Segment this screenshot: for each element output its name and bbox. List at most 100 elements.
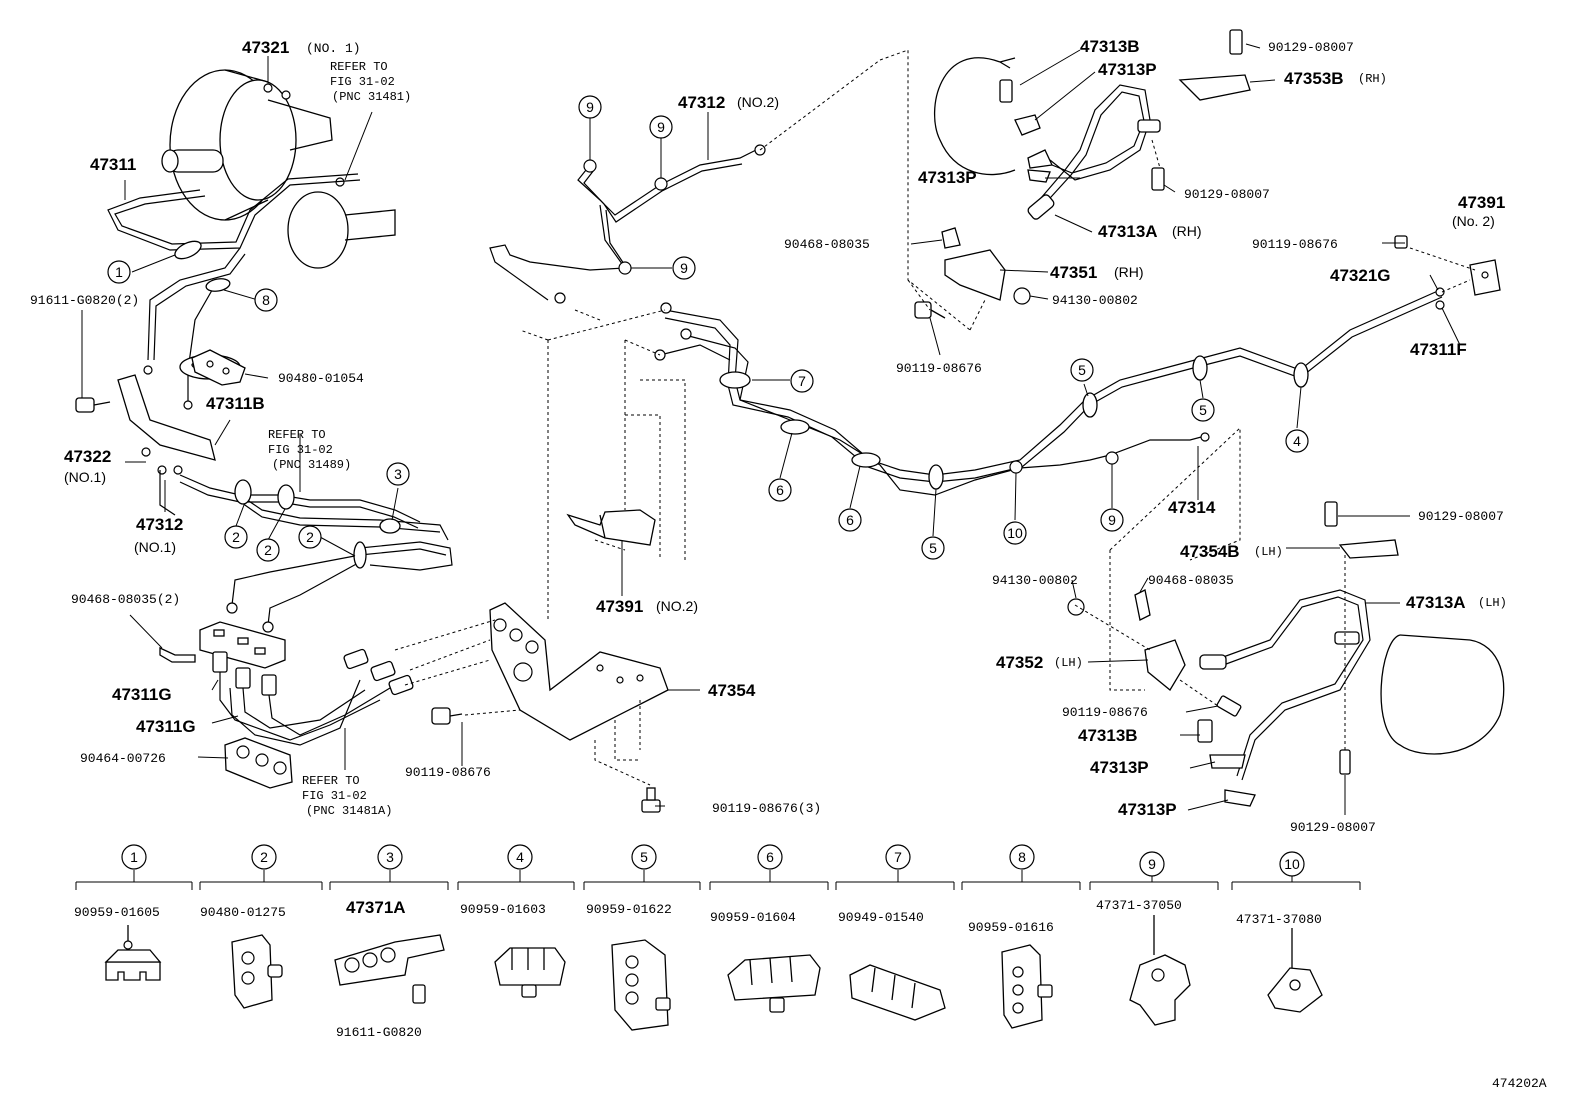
svg-text:10: 10	[1284, 856, 1300, 872]
svg-text:8: 8	[262, 292, 270, 308]
legend-item-6: 6 90959-01604	[710, 844, 821, 1013]
svg-text:2: 2	[264, 542, 272, 558]
svg-text:5: 5	[929, 540, 937, 556]
legend-part-10: 47371-37080	[1236, 912, 1322, 927]
label-90119-08676-3: 90119-08676(3)	[712, 801, 821, 816]
dashed-reference-lines	[394, 49, 1476, 786]
svg-text:7: 7	[894, 849, 902, 865]
label-refer-a-3: (PNC 31481)	[332, 90, 411, 104]
label-47313b-top: 47313B	[1080, 37, 1140, 56]
label-94130-00802-a: 94130-00802	[1052, 293, 1138, 308]
label-47311: 47311	[90, 155, 136, 174]
label-47312-no1: 47312	[136, 515, 183, 534]
svg-text:9: 9	[586, 99, 594, 115]
label-47321-suffix: (NO. 1)	[306, 41, 361, 56]
leader-lines	[81, 43, 1461, 815]
callouts: 1 2 2 2 3 8 9 9 9 7 6 6 5 5 5 10 9 4	[107, 95, 1309, 562]
legend-item-10: 10 47371-37080	[1236, 851, 1323, 1013]
label-47313a-lh-suffix: (LH)	[1478, 596, 1507, 610]
legend-item-8: 8 90959-01616	[968, 844, 1054, 1029]
grommet-90464	[224, 737, 293, 789]
legend-part-3: 47371A	[346, 898, 406, 917]
label-47391-no2-suffix: (NO.2)	[656, 598, 698, 614]
callout-circle: 3	[386, 462, 410, 486]
legend: 1 90959-01605 2 90480-01275 3 47371A 916…	[74, 844, 1361, 1040]
label-47354: 47354	[708, 681, 756, 700]
label-90468-08035-a: 90468-08035	[784, 237, 870, 252]
callout-circle: 6	[838, 508, 862, 532]
label-47351-suffix: (RH)	[1114, 264, 1144, 280]
label-90119-08676-c: 90119-08676	[1252, 237, 1338, 252]
junction-block	[159, 602, 286, 669]
svg-text:2: 2	[232, 529, 240, 545]
label-47314: 47314	[1168, 498, 1216, 517]
svg-text:5: 5	[640, 849, 648, 865]
tube-47314	[654, 287, 1445, 496]
rh-brake-area	[914, 29, 1251, 319]
svg-text:1: 1	[115, 264, 123, 280]
label-refer-b-3: (PNC 31489)	[272, 458, 351, 472]
svg-text:8: 8	[1018, 849, 1026, 865]
label-47313a-lh: 47313A	[1406, 593, 1466, 612]
svg-text:2: 2	[306, 529, 314, 545]
callout-circle: 5	[921, 536, 945, 560]
legend-part-2: 90480-01275	[200, 905, 286, 920]
label-47391-r-suffix: (No. 2)	[1452, 213, 1495, 229]
label-47321: 47321	[242, 38, 289, 57]
callout-circle: 7	[790, 369, 814, 393]
brake-booster-assembly	[161, 69, 396, 269]
label-47313p-bot1: 47313P	[1090, 758, 1149, 777]
svg-text:9: 9	[657, 119, 665, 135]
label-47311g-a: 47311G	[112, 685, 172, 704]
label-refer-c-3: (PNC 31481A)	[306, 804, 392, 818]
legend-item-2: 2 90480-01275	[200, 844, 286, 1009]
callout-circle: 8	[254, 288, 278, 312]
legend-item-5: 5 90959-01622	[586, 844, 672, 1031]
legend-item-1: 1 90959-01605	[74, 844, 162, 981]
label-90129-08007-c: 90129-08007	[1418, 509, 1504, 524]
label-91611-g0820-2: 91611-G0820(2)	[30, 293, 139, 308]
label-47311b: 47311B	[206, 394, 265, 413]
label-90468-08035-b: 90468-08035	[1148, 573, 1234, 588]
tube-47311	[107, 173, 361, 402]
callout-circle: 2	[224, 525, 248, 549]
label-refer-a-1: REFER TO	[330, 60, 388, 74]
diagram-id: 474202A	[1492, 1076, 1547, 1091]
svg-text:2: 2	[260, 849, 268, 865]
label-47354b-suffix: (LH)	[1254, 545, 1283, 559]
svg-text:5: 5	[1078, 362, 1086, 378]
callout-circle: 5	[1191, 398, 1215, 422]
label-47313a-rh: 47313A	[1098, 222, 1158, 241]
label-refer-c-1: REFER TO	[302, 774, 360, 788]
legend-part-7: 90949-01540	[838, 910, 924, 925]
tubes-47311g	[212, 648, 414, 746]
svg-text:6: 6	[776, 482, 784, 498]
label-47313p-bot2: 47313P	[1118, 800, 1177, 819]
legend-part-8: 90959-01616	[968, 920, 1054, 935]
label-47313a-rh-suffix: (RH)	[1172, 223, 1202, 239]
svg-text:3: 3	[386, 849, 394, 865]
label-refer-b-1: REFER TO	[268, 428, 326, 442]
label-47352: 47352	[996, 653, 1043, 672]
label-47313p-mid: 47313P	[918, 168, 977, 187]
legend-part-1: 90959-01605	[74, 905, 160, 920]
legend-part-6: 90959-01604	[710, 910, 796, 925]
callout-circle: 9	[672, 256, 696, 280]
label-90119-08676-b: 90119-08676	[896, 361, 982, 376]
callout-circle: 9	[578, 95, 602, 119]
callout-circle: 10	[1003, 521, 1027, 545]
label-47352-suffix: (LH)	[1054, 656, 1083, 670]
label-refer-c-2: FIG 31-02	[302, 789, 367, 803]
callout-circle: 1	[107, 260, 131, 284]
label-47391-no2: 47391	[596, 597, 643, 616]
tube-47312-no2	[489, 144, 766, 304]
label-47351: 47351	[1050, 263, 1097, 282]
svg-text:6: 6	[846, 512, 854, 528]
callout-circle: 6	[768, 478, 792, 502]
svg-text:6: 6	[766, 849, 774, 865]
legend-item-7: 7 90949-01540	[838, 844, 946, 1021]
label-47354b: 47354B	[1180, 542, 1240, 561]
part-labels: 47321 (NO. 1) REFER TO FIG 31-02 (PNC 31…	[30, 37, 1507, 835]
label-90129-08007-d: 90129-08007	[1290, 820, 1376, 835]
